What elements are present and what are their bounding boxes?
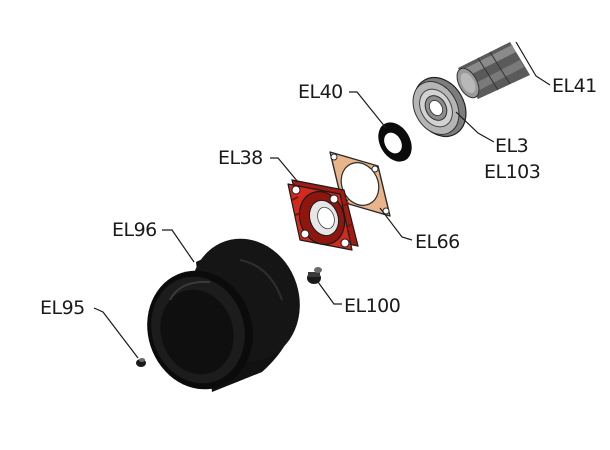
part-el96-cover xyxy=(147,238,300,392)
part-el95-screw xyxy=(136,358,146,367)
leader-el95 xyxy=(93,307,139,359)
leader-el38 xyxy=(270,157,299,183)
label-el103: EL103 xyxy=(484,161,540,183)
part-el100-screw xyxy=(307,267,322,284)
leader-el100 xyxy=(317,281,342,305)
leader-el66 xyxy=(379,207,413,241)
label-el3: EL3 xyxy=(495,135,528,157)
leader-el41 xyxy=(515,41,551,86)
part-el40-seal xyxy=(378,122,412,162)
label-el100: EL100 xyxy=(344,295,400,317)
label-el95: EL95 xyxy=(40,297,85,319)
part-labels: EL41 EL40 EL3 EL103 EL38 EL66 EL96 EL100… xyxy=(40,75,597,319)
leader-el96 xyxy=(162,229,195,263)
leader-lines xyxy=(93,41,551,359)
label-el38: EL38 xyxy=(218,147,263,169)
part-el3-bearing xyxy=(412,76,467,138)
leader-el40 xyxy=(349,91,387,129)
label-el96: EL96 xyxy=(112,219,157,241)
leader-el3 xyxy=(455,111,495,143)
part-el38-housing xyxy=(287,179,359,251)
part-el41-shaft xyxy=(456,42,530,99)
label-el41: EL41 xyxy=(552,75,597,97)
label-el40: EL40 xyxy=(298,81,343,103)
label-el66: EL66 xyxy=(415,231,460,253)
